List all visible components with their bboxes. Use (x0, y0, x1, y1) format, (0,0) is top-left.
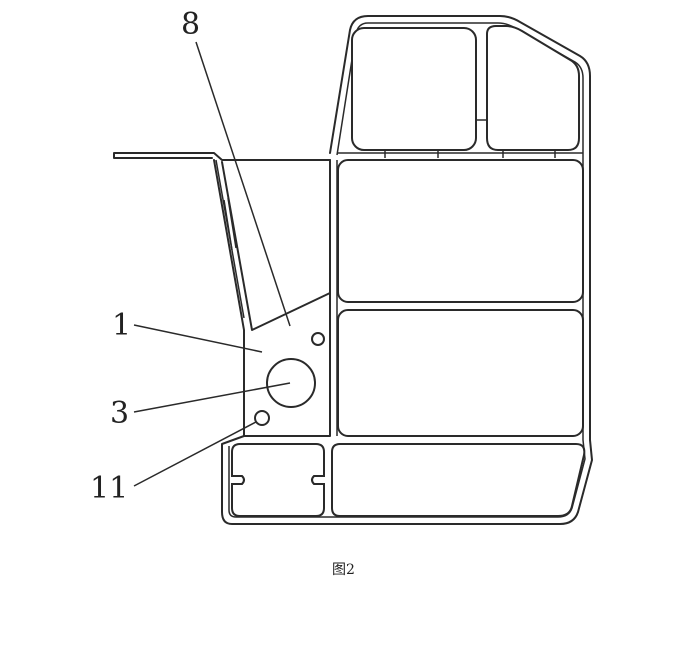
ref-label-11: 11 (90, 471, 128, 506)
leader-3 (133, 382, 291, 413)
small-hole-lower (254, 410, 270, 426)
bottom-chambers (231, 443, 586, 517)
leader-8 (195, 41, 291, 327)
left-chamber-details (215, 159, 331, 426)
left-chamber-wall (243, 159, 331, 437)
top-flange (113, 152, 331, 161)
reference-labels: 8 1 3 11 (90, 7, 200, 506)
upper-chambers (337, 25, 583, 158)
leader-11 (133, 421, 257, 487)
upper-right-chamber (486, 25, 580, 151)
figure-caption: 图2 (332, 562, 355, 578)
ref-label-1: 1 (112, 308, 131, 343)
middle-upper-chamber (337, 159, 584, 303)
inclined-plate-slot (223, 197, 237, 251)
leader-1 (133, 324, 263, 353)
middle-lower-chamber (337, 309, 584, 437)
leader-lines (133, 41, 291, 487)
upper-left-chamber (351, 27, 477, 151)
small-hole-upper (311, 332, 325, 346)
bottom-left-chamber (231, 443, 325, 517)
large-hole (266, 358, 316, 408)
ref-label-3: 3 (110, 396, 129, 431)
outer-contour (213, 15, 593, 525)
middle-chambers (337, 159, 584, 437)
bottom-right-chamber (331, 443, 586, 517)
inclined-plate (221, 161, 331, 331)
outer-contour-inner (228, 22, 586, 518)
ref-label-8: 8 (181, 7, 200, 42)
